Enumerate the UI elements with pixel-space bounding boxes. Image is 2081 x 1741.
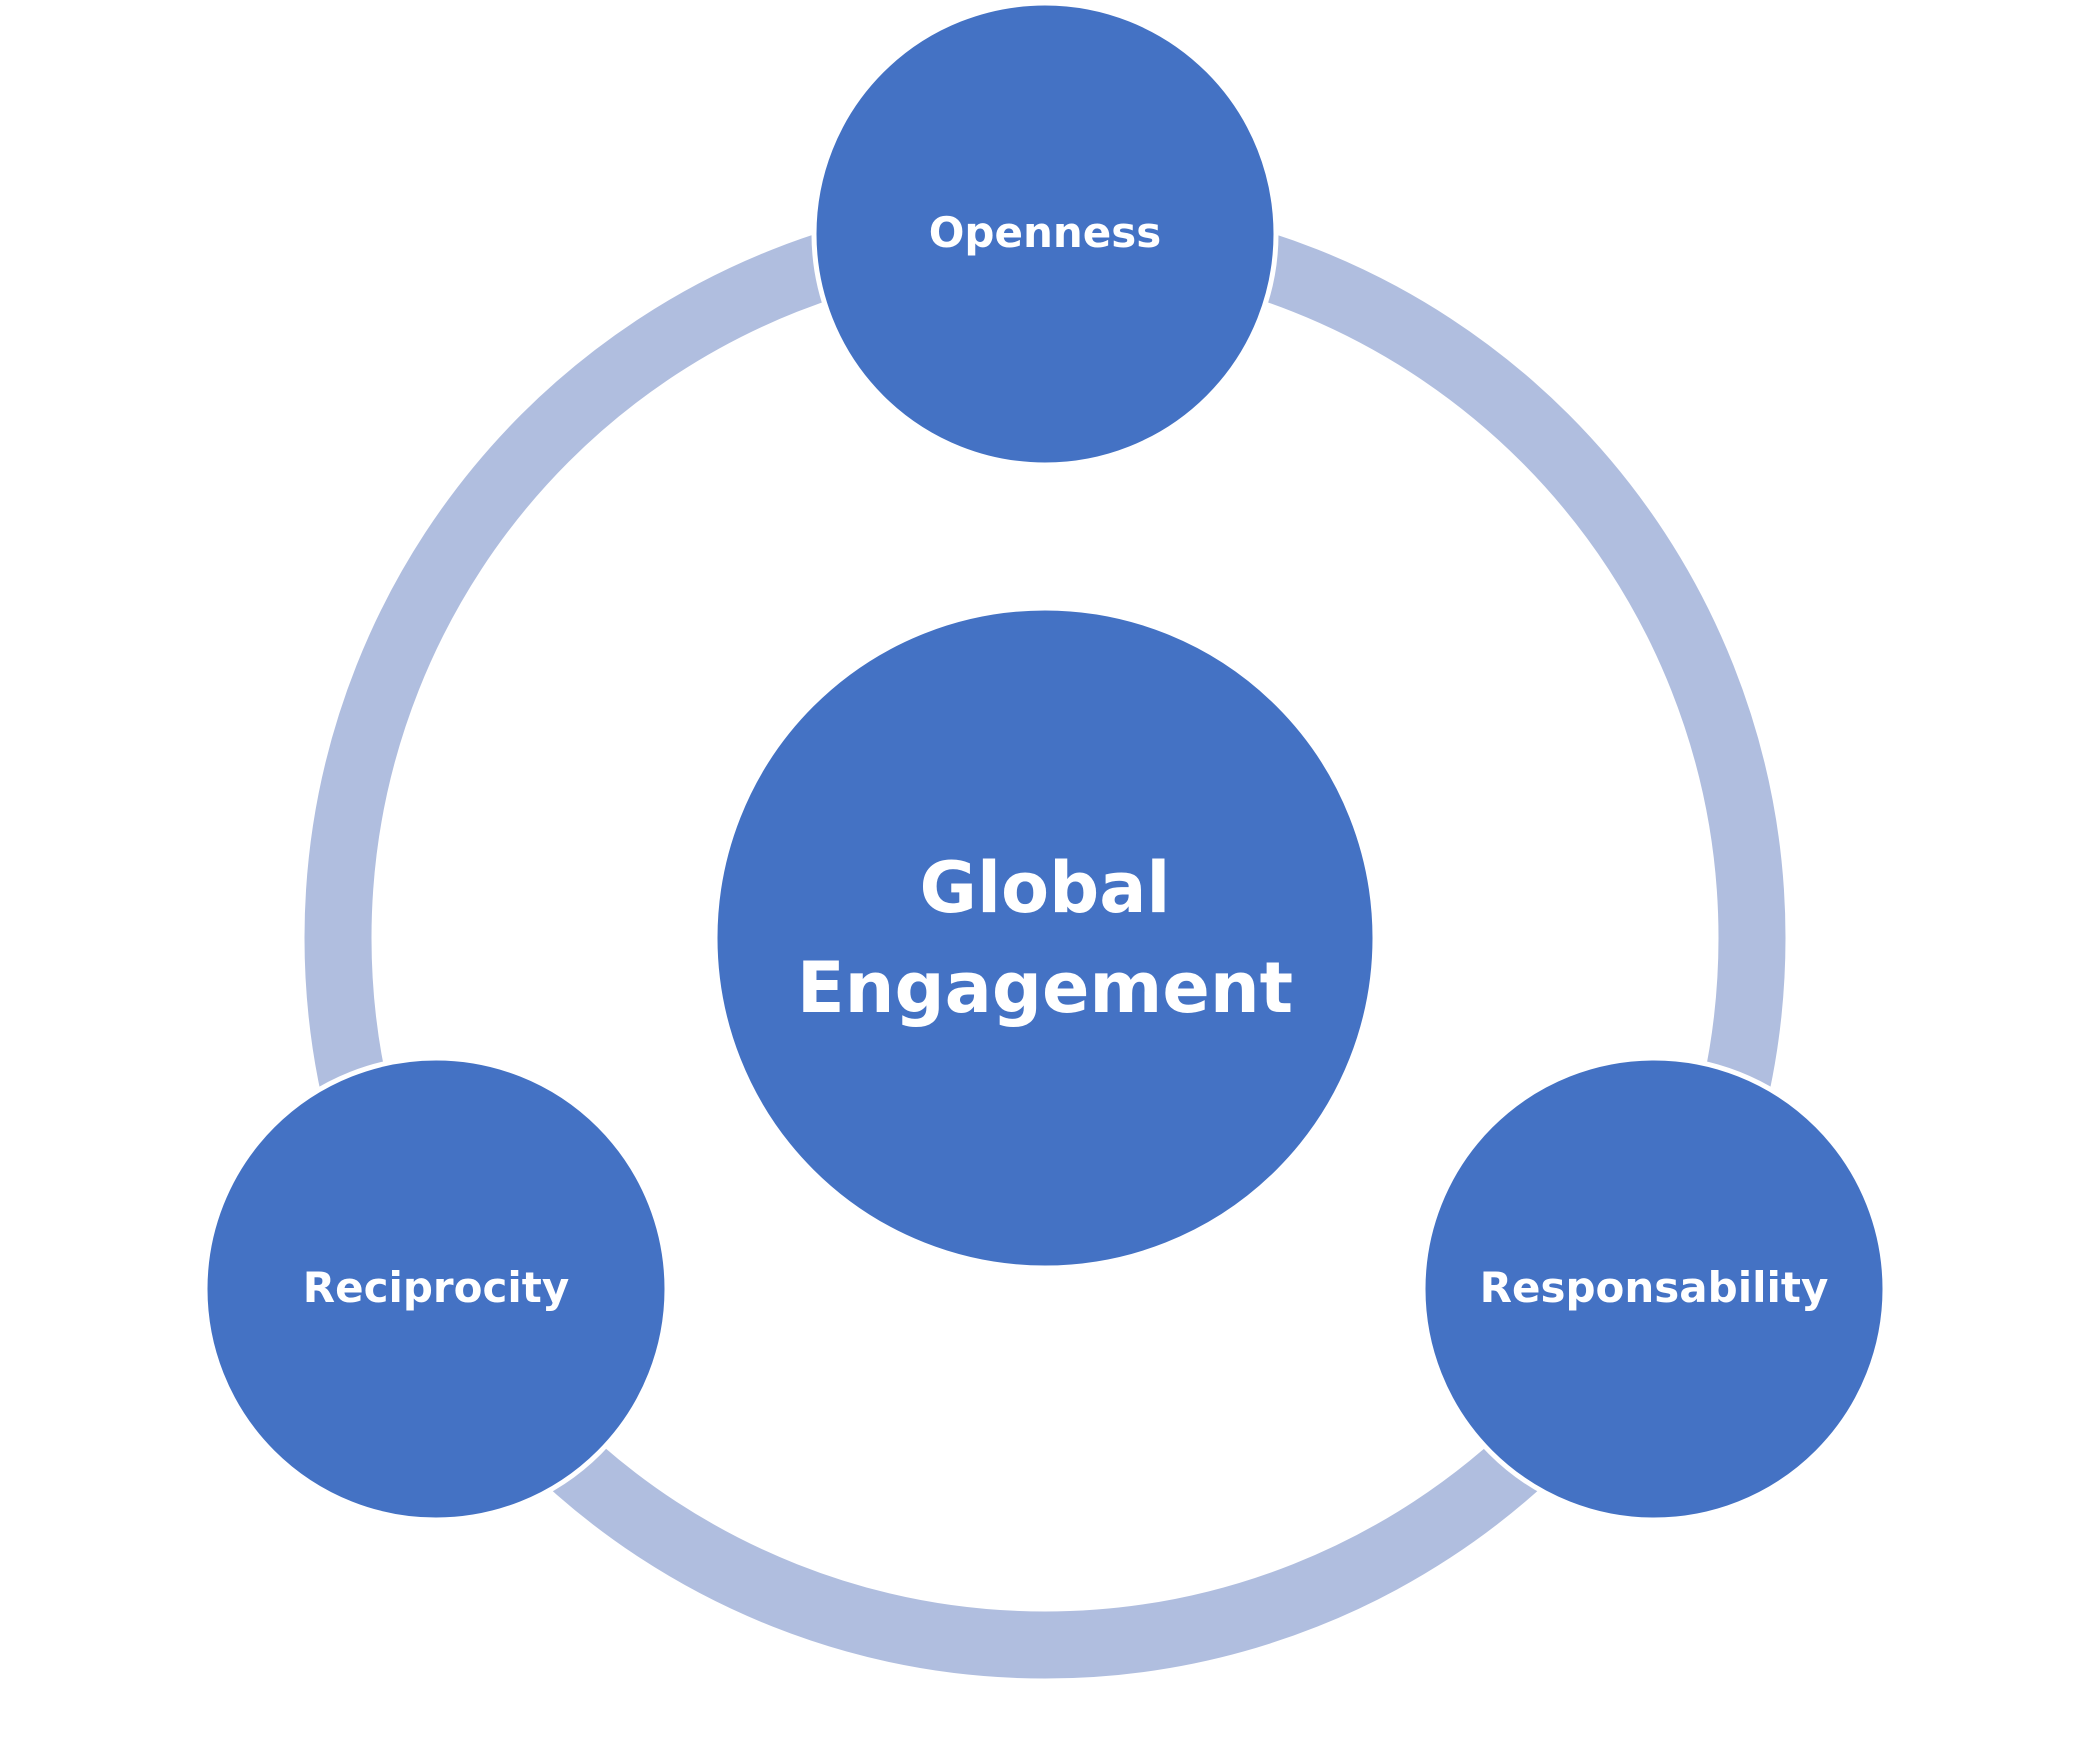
responsability-label: Responsability (1480, 1263, 1829, 1312)
center-label-line1: Global (920, 847, 1171, 929)
responsability-node (1420, 1055, 1888, 1523)
openness-node (811, 0, 1279, 468)
reciprocity-label: Reciprocity (303, 1263, 570, 1312)
center-node (712, 605, 1378, 1271)
reciprocity-node (202, 1055, 670, 1523)
center-label-line2: Engagement (797, 947, 1293, 1029)
openness-label: Openness (929, 208, 1162, 257)
